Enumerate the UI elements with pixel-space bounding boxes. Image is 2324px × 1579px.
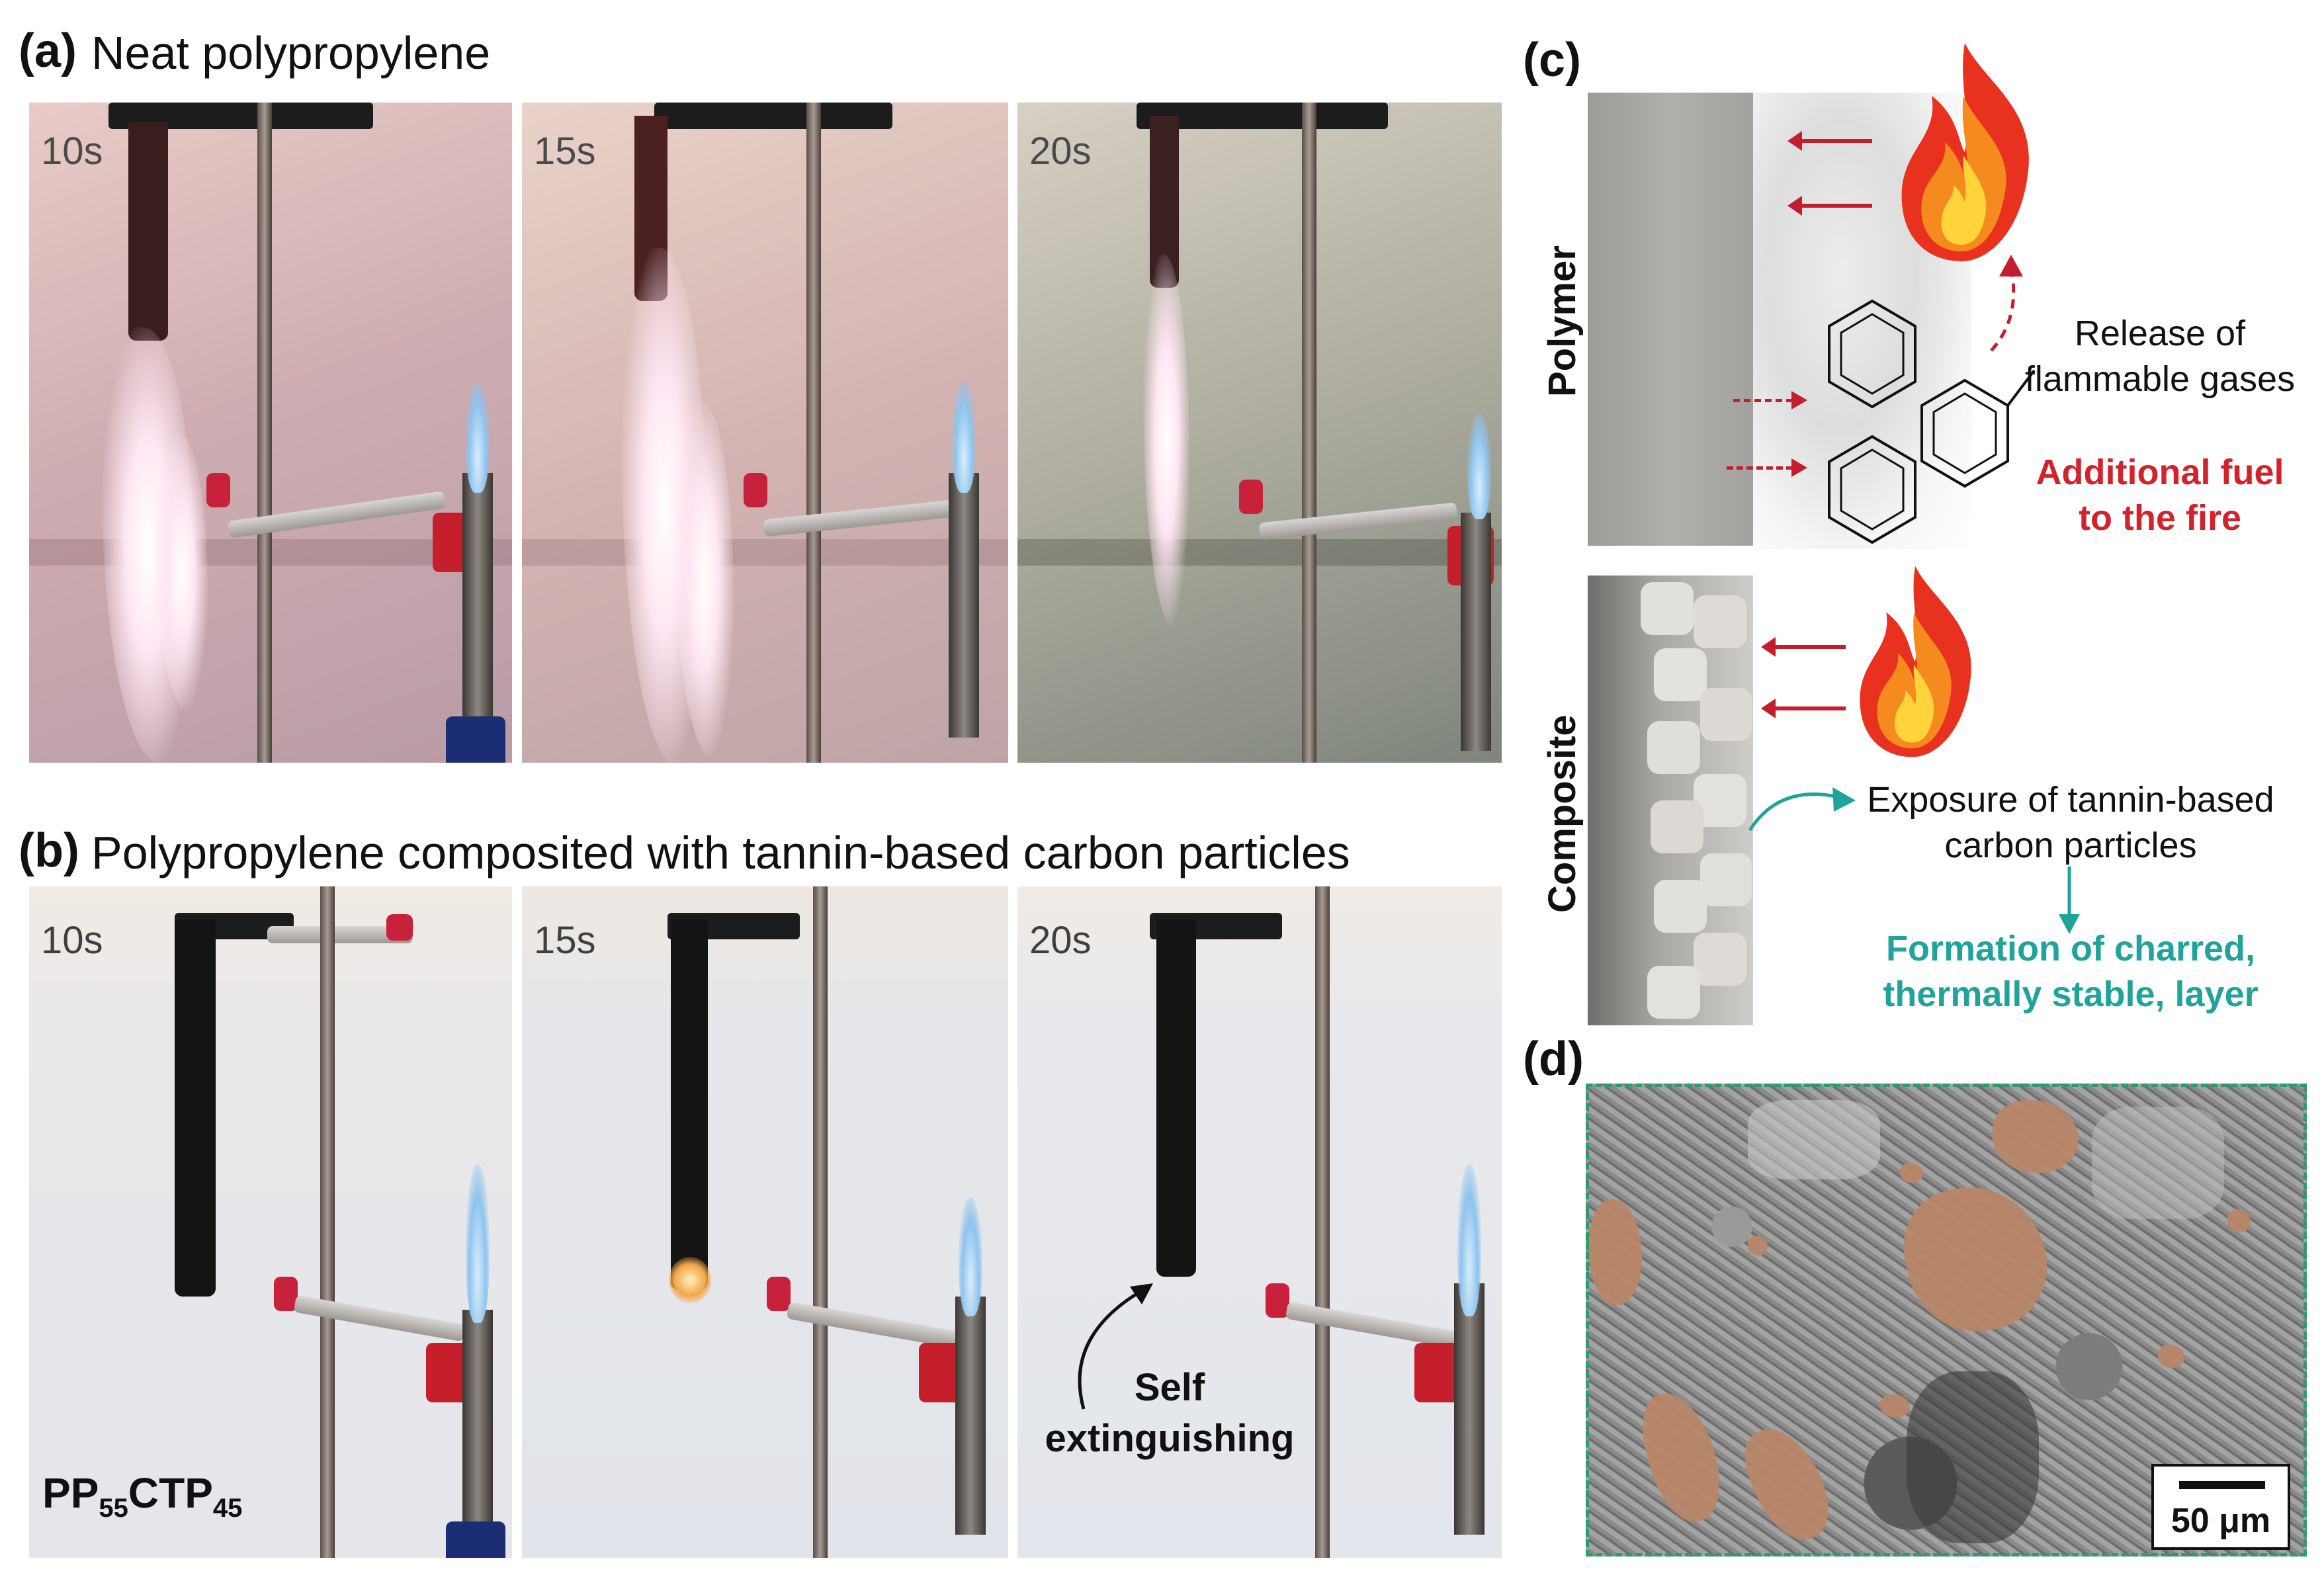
timestamp-b-10s: 10s: [41, 919, 103, 962]
fire-icon-2: [1860, 566, 1971, 757]
sem-micrograph: 50 μm: [1586, 1084, 2307, 1557]
fire-icon: [1901, 43, 2029, 261]
composite-block: [1588, 576, 1753, 1025]
composite-label: Composite: [1541, 714, 1584, 913]
panel-b-letter: (b): [19, 824, 79, 877]
gas-arrow-1: [1733, 391, 1807, 409]
photo-a-15s: 15s: [522, 103, 1008, 763]
polymer-label: Polymer: [1541, 245, 1584, 397]
timestamp-b-15s: 15s: [534, 919, 596, 962]
panel-a-title: Neat polypropylene: [91, 27, 491, 79]
panel-d-letter: (d): [1523, 1033, 1584, 1086]
benzene-ring-icon-2: [1828, 435, 1916, 544]
scale-bar: [2179, 1481, 2265, 1489]
teal-curved-arrow: [1748, 787, 1856, 832]
self-extinguishing-label: Self extinguishing: [1045, 1366, 1295, 1460]
photo-b-20s: 20s Self extinguishing: [1017, 886, 1502, 1558]
benzene-ring-icon-3: [1920, 369, 2036, 488]
release-text: Release of flammable gases: [2024, 314, 2296, 400]
gas-arrow-2: [1727, 458, 1807, 477]
panel-c-letter: (c): [1523, 34, 1581, 87]
timestamp-a-15s: 15s: [534, 130, 596, 173]
exposure-text: Exposure of tannin-based carbon particle…: [1867, 780, 2274, 866]
photo-a-20s: 20s: [1017, 103, 1502, 763]
panel-b-title: Polypropylene composited with tannin-bas…: [91, 827, 1350, 878]
heat-arrow-3: [1761, 637, 1846, 657]
heat-arrow-2: [1787, 196, 1872, 216]
scale-bar-label: 50 μm: [2171, 1502, 2271, 1540]
teal-down-arrow: [2059, 867, 2080, 934]
timestamp-a-10s: 10s: [41, 130, 103, 173]
benzene-ring-icon-1: [1828, 299, 1916, 409]
photo-a-10s: 10s: [29, 103, 512, 763]
photo-b-15s: 15s: [522, 886, 1008, 1558]
heat-arrow-1: [1787, 131, 1872, 151]
panel-a-letter: (a): [19, 24, 77, 77]
polymer-block: [1588, 93, 1753, 546]
formation-text: Formation of charred, thermally stable, …: [1883, 929, 2259, 1015]
heat-arrow-4: [1761, 699, 1846, 718]
scale-bar-box: 50 μm: [2151, 1464, 2290, 1550]
sample-name: PP55CTP45: [42, 1469, 243, 1523]
timestamp-a-20s: 20s: [1029, 130, 1092, 173]
recirculation-arrow: [1990, 255, 2023, 352]
additional-fuel-text: Additional fuel to the fire: [2036, 452, 2284, 538]
photo-b-10s: 10s PP55CTP45: [29, 886, 512, 1558]
timestamp-b-20s: 20s: [1029, 919, 1092, 962]
curved-arrow-icon: [1078, 1283, 1153, 1410]
